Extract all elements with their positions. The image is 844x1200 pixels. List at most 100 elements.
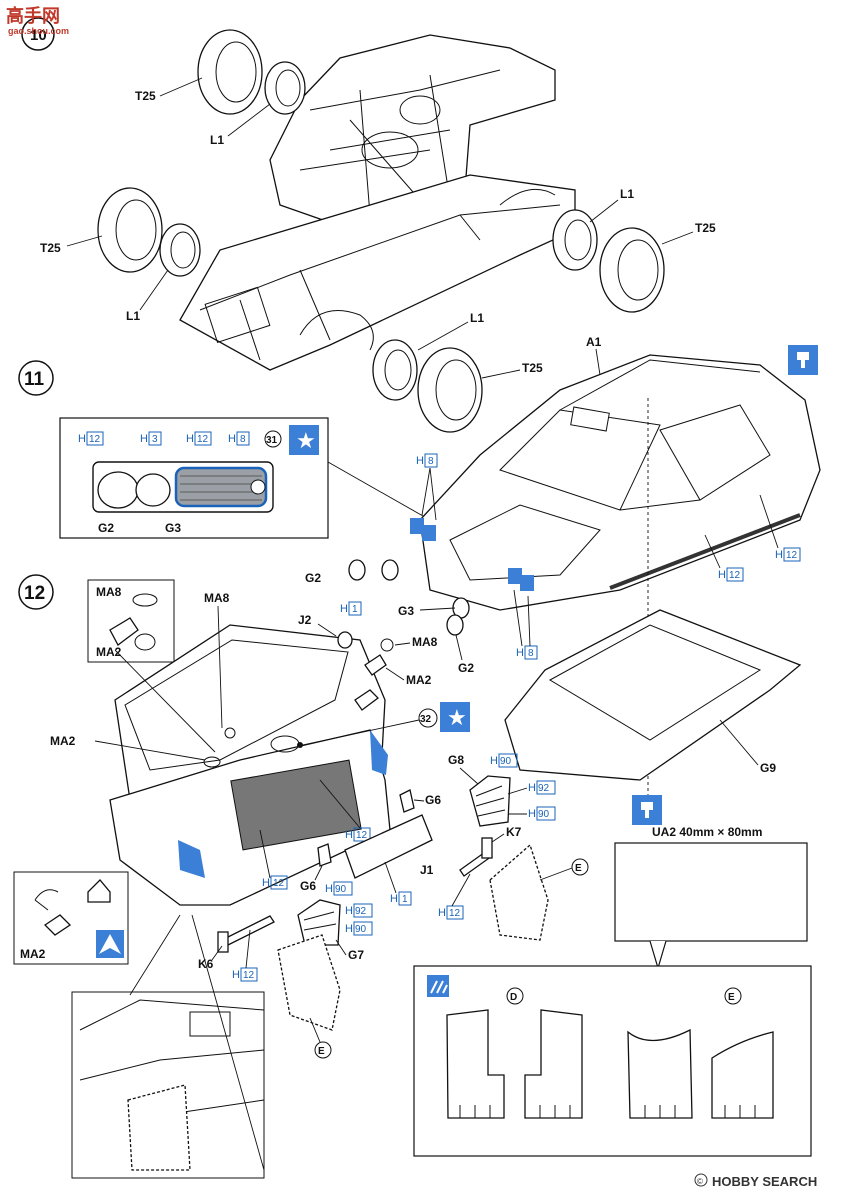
svg-text:H: H [325, 883, 333, 895]
svg-text:H: H [140, 433, 148, 445]
watermark-url: gao.shou.com [8, 26, 69, 36]
svg-text:H: H [490, 755, 498, 767]
svg-text:H: H [516, 647, 524, 659]
step-10-assembly: T25 L1 T25 L1 L1 T25 L1 T25 [40, 29, 716, 433]
label-t25-c: T25 [695, 221, 716, 235]
step-11-badge: 11 [18, 360, 54, 396]
rear-closeup-panel [71, 914, 265, 1179]
tire-front-right [552, 209, 665, 313]
svg-text:H: H [775, 549, 783, 561]
step-12-badge: 12 [18, 574, 54, 610]
svg-text:H: H [232, 969, 240, 981]
footer-brand: © HOBBY SEARCH [694, 1173, 817, 1189]
svg-text:H: H [528, 782, 536, 794]
code-h90-d: 90 [355, 924, 367, 935]
watermark-title: 高手网 [6, 5, 60, 26]
code-h90-c: 90 [335, 884, 347, 895]
svg-text:H: H [345, 923, 353, 935]
svg-text:★: ★ [447, 706, 467, 731]
tire-rear-left [97, 187, 201, 277]
star-icon [289, 425, 319, 455]
star-icon-b [440, 702, 470, 732]
step-10-badge-text: 10 [30, 27, 47, 44]
label-ma8-b: MA8 [412, 635, 438, 649]
part-g9: G9 [760, 761, 776, 775]
label-j2: J2 [298, 613, 312, 627]
footer-text: HOBBY SEARCH [712, 1174, 817, 1189]
label-ma8-a: MA8 [204, 591, 230, 605]
code-h12-f: 12 [243, 970, 255, 981]
code-h90-a: 90 [500, 756, 512, 767]
code-h12-e: 12 [449, 908, 461, 919]
label-g8: G8 [448, 753, 464, 767]
inset-ma2-label: MA2 [96, 645, 122, 659]
step-11-number: 11 [24, 369, 45, 390]
footer-copyright: © [697, 1177, 703, 1186]
svg-text:H: H [416, 455, 424, 467]
decal-e-a: E [575, 863, 582, 874]
label-j1: J1 [420, 863, 434, 877]
code-h12-d: 12 [273, 878, 285, 889]
tire-rear-right [372, 339, 483, 433]
label-l1-d: L1 [470, 311, 484, 325]
decal-sheet-ua2: UA2 40mm × 80mm D E [413, 825, 812, 1157]
svg-text:H: H [262, 877, 270, 889]
grille-code-4: 8 [240, 434, 246, 445]
label-l1-c: L1 [620, 187, 634, 201]
label-l1-b: L1 [126, 309, 140, 323]
inset-ma8-label: MA8 [96, 585, 122, 599]
decal-d-label: D [510, 992, 517, 1003]
grille-code-1: 12 [89, 434, 101, 445]
svg-text:★: ★ [296, 429, 316, 454]
inset-ma2-b: MA2 [20, 947, 46, 961]
svg-text:H: H [228, 433, 236, 445]
grille-code-2: 3 [152, 434, 158, 445]
grille-part-g2: G2 [98, 521, 114, 535]
body-label-a1: A1 [586, 335, 602, 349]
hatch-decal-number: 32 [420, 714, 432, 725]
code-h1-a: 1 [352, 604, 358, 615]
code-h12-a: 12 [786, 550, 798, 561]
grille-decal-number: 31 [266, 435, 278, 446]
ma2-detail-inset: MA2 [13, 871, 129, 965]
code-h8-b: 8 [528, 648, 534, 659]
svg-text:H: H [340, 603, 348, 615]
code-h1-b: 1 [402, 894, 408, 905]
label-t25-a: T25 [135, 89, 156, 103]
label-ma2-a: MA2 [406, 673, 432, 687]
tire-front-left [197, 29, 306, 115]
grille-code-3: 12 [197, 434, 209, 445]
code-h12-b: 12 [729, 570, 741, 581]
part-g2-a: G2 [305, 571, 321, 585]
decal-sheet-title: UA2 40mm × 80mm [652, 825, 762, 839]
code-h12-c: 12 [356, 830, 368, 841]
part-g3-a: G3 [398, 604, 414, 618]
code-h92-b: 92 [355, 906, 367, 917]
car-body-a1: A1 [410, 335, 821, 800]
label-t25-d: T25 [522, 361, 543, 375]
label-g6-b: G6 [300, 879, 316, 893]
ma8-inset: MA8 MA2 [87, 579, 175, 663]
svg-text:H: H [78, 433, 86, 445]
decal-e-label: E [728, 992, 735, 1003]
label-g6-a: G6 [425, 793, 441, 807]
svg-text:H: H [528, 808, 536, 820]
code-h8-a: 8 [428, 456, 434, 467]
decal-e-b: E [318, 1046, 325, 1057]
watermark-logo: 10 高手网 gao.shou.com [6, 5, 69, 51]
code-h92-a: 92 [538, 783, 550, 794]
svg-text:H: H [345, 829, 353, 841]
svg-text:H: H [390, 893, 398, 905]
label-g7: G7 [348, 948, 364, 962]
code-h90-b: 90 [538, 809, 550, 820]
label-l1-a: L1 [210, 133, 224, 147]
svg-text:H: H [718, 569, 726, 581]
part-g2-b: G2 [458, 661, 474, 675]
step-12-number: 12 [24, 583, 45, 604]
label-k7: K7 [506, 825, 522, 839]
svg-text:H: H [186, 433, 194, 445]
